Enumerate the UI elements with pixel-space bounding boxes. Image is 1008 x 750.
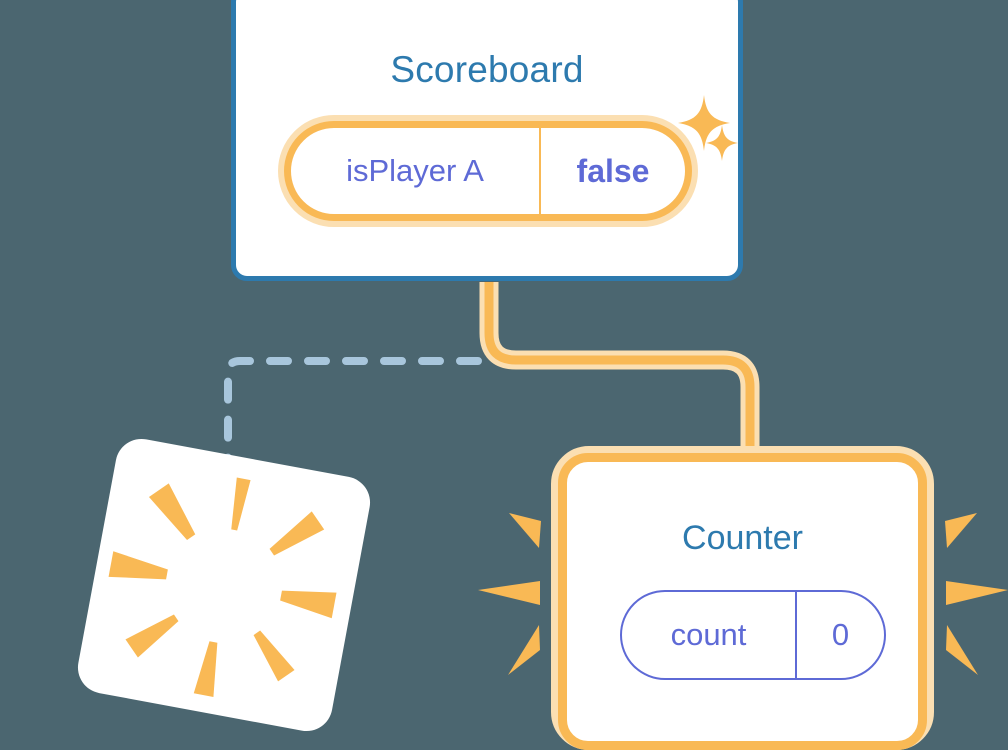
- blank-card-burst-icon: [108, 477, 337, 697]
- blank-tilted-card[interactable]: [73, 434, 375, 736]
- connector-dashed-scoreboard-to-blank-card: [224, 357, 482, 474]
- scoreboard-pill-value: false: [576, 152, 650, 189]
- connector-solid-halo: [479, 282, 760, 470]
- scoreboard-card[interactable]: Scoreboard isPlayer A false: [231, 0, 743, 281]
- sparkle-large-icon: [678, 95, 730, 151]
- scoreboard-state-pill[interactable]: isPlayer A false: [278, 115, 698, 227]
- scoreboard-pill-key: isPlayer A: [291, 128, 541, 214]
- counter-card[interactable]: Counter count 0: [558, 453, 927, 750]
- scoreboard-pill-body[interactable]: isPlayer A false: [284, 121, 692, 221]
- sparkle-small-icon: [706, 125, 738, 161]
- scoreboard-title: Scoreboard: [390, 49, 584, 90]
- connector-solid-scoreboard-to-counter: [484, 282, 755, 470]
- counter-pill-key: count: [622, 592, 797, 678]
- counter-title: Counter: [682, 519, 803, 557]
- counter-state-pill[interactable]: count 0: [620, 590, 886, 680]
- counter-pill-value: 0: [831, 617, 850, 652]
